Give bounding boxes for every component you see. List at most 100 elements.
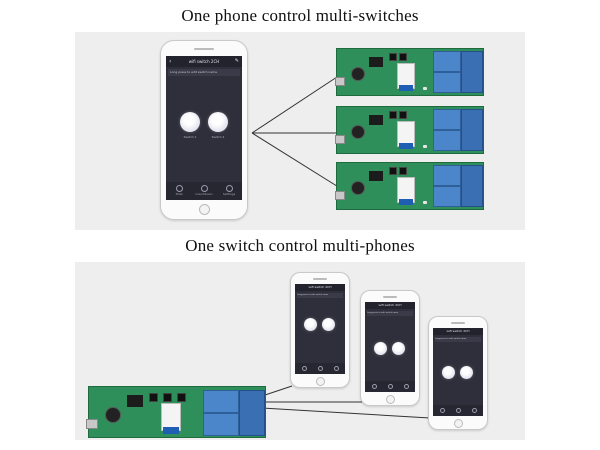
push-button xyxy=(399,53,407,61)
gear-icon[interactable] xyxy=(334,366,339,371)
home-button[interactable] xyxy=(199,204,210,215)
relay-board-main xyxy=(86,386,266,438)
app-screen: wifi switch 2CH Long press to edit switc… xyxy=(295,284,345,374)
relay-2 xyxy=(433,130,461,151)
clock-icon[interactable] xyxy=(302,366,307,371)
chip xyxy=(127,395,143,407)
capacitor xyxy=(351,67,365,81)
speaker xyxy=(194,48,214,50)
terminal-block xyxy=(461,165,483,207)
tab-bar xyxy=(365,381,415,392)
app-header: wifi switch 2CH xyxy=(433,328,483,335)
chip xyxy=(369,115,383,125)
antenna xyxy=(399,85,413,91)
home-button[interactable] xyxy=(386,395,395,404)
speaker xyxy=(451,322,465,324)
usb-port xyxy=(335,77,345,86)
led xyxy=(423,201,427,204)
switch-1-label: Switch 1 xyxy=(183,135,197,139)
gear-icon[interactable] xyxy=(404,384,409,389)
antenna xyxy=(399,143,413,149)
relay-board-1 xyxy=(335,48,484,96)
app-header: wifi switch 2CH xyxy=(365,302,415,309)
relay-2 xyxy=(433,186,461,207)
phone-b: wifi switch 2CH Long press to edit switc… xyxy=(360,290,420,406)
notice-bar: Long press to edit switch name xyxy=(367,311,413,316)
tab-total[interactable]: Total xyxy=(175,192,183,196)
antenna xyxy=(163,427,179,434)
relay-1 xyxy=(433,51,461,72)
switch-1-button[interactable] xyxy=(304,318,317,331)
speaker xyxy=(313,278,327,280)
relay-2 xyxy=(433,72,461,93)
app-screen: wifi switch 2CH Long press to edit switc… xyxy=(433,328,483,416)
switch-2-button[interactable] xyxy=(460,366,473,379)
led xyxy=(423,87,427,90)
phone-a: wifi switch 2CH Long press to edit switc… xyxy=(290,272,350,388)
push-button xyxy=(399,111,407,119)
heading-one-phone: One phone control multi-switches xyxy=(181,6,419,25)
notice-bar: Long press to edit switch name xyxy=(435,337,481,342)
home-button[interactable] xyxy=(454,419,463,428)
push-button xyxy=(389,111,397,119)
capacitor xyxy=(351,125,365,139)
chip xyxy=(369,57,383,67)
relay-1 xyxy=(203,390,239,413)
timer-icon[interactable] xyxy=(201,185,208,192)
terminal-block xyxy=(461,51,483,93)
tab-settings[interactable]: Settings xyxy=(222,192,236,196)
push-button xyxy=(177,393,186,402)
capacitor xyxy=(351,181,365,195)
tab-countdown[interactable]: Countdown xyxy=(195,192,213,196)
usb-port xyxy=(335,191,345,200)
pencil-icon[interactable]: ✎ xyxy=(234,58,239,64)
notice-bar: Long press to edit switch name xyxy=(297,293,343,298)
usb-port xyxy=(86,419,98,429)
tab-bar: Total Countdown Settings xyxy=(166,182,242,200)
gear-icon[interactable] xyxy=(226,185,233,192)
timer-icon[interactable] xyxy=(388,384,393,389)
switch-1-button[interactable] xyxy=(442,366,455,379)
app-screen: ‹ wifi switch 2CH ✎ Long press to edit s… xyxy=(166,56,242,200)
terminal-block xyxy=(461,109,483,151)
relay-board-2 xyxy=(335,106,484,154)
app-screen: wifi switch 2CH Long press to edit switc… xyxy=(365,302,415,392)
switch-2-button[interactable] xyxy=(392,342,405,355)
switch-1-button[interactable] xyxy=(374,342,387,355)
clock-icon[interactable] xyxy=(440,408,445,413)
app-header: ‹ wifi switch 2CH ✎ xyxy=(166,56,242,67)
chip xyxy=(369,171,383,181)
switch-2-label: Switch 2 xyxy=(211,135,225,139)
clock-icon[interactable] xyxy=(176,185,183,192)
notice-bar: Long press to edit switch name xyxy=(168,69,240,76)
push-button xyxy=(399,167,407,175)
switch-2-button[interactable] xyxy=(208,112,228,132)
tab-bar xyxy=(433,405,483,416)
switch-2-button[interactable] xyxy=(322,318,335,331)
app-title: wifi switch 2CH xyxy=(446,329,470,333)
tab-bar xyxy=(295,363,345,374)
push-button xyxy=(163,393,172,402)
back-icon[interactable]: ‹ xyxy=(169,58,172,65)
push-button xyxy=(149,393,158,402)
app-title: wifi switch 2CH xyxy=(378,303,402,307)
relay-1 xyxy=(433,165,461,186)
relay-1 xyxy=(433,109,461,130)
clock-icon[interactable] xyxy=(372,384,377,389)
app-title: wifi switch 2CH xyxy=(308,285,332,289)
gear-icon[interactable] xyxy=(472,408,477,413)
speaker xyxy=(383,296,397,298)
relay-2 xyxy=(203,413,239,436)
antenna xyxy=(399,199,413,205)
phone-main: ‹ wifi switch 2CH ✎ Long press to edit s… xyxy=(160,40,248,220)
app-title: wifi switch 2CH xyxy=(188,59,220,64)
phone-c: wifi switch 2CH Long press to edit switc… xyxy=(428,316,488,430)
home-button[interactable] xyxy=(316,377,325,386)
terminal-block xyxy=(239,390,265,436)
timer-icon[interactable] xyxy=(318,366,323,371)
heading-one-switch: One switch control multi-phones xyxy=(185,236,415,255)
switch-1-button[interactable] xyxy=(180,112,200,132)
push-button xyxy=(389,167,397,175)
timer-icon[interactable] xyxy=(456,408,461,413)
